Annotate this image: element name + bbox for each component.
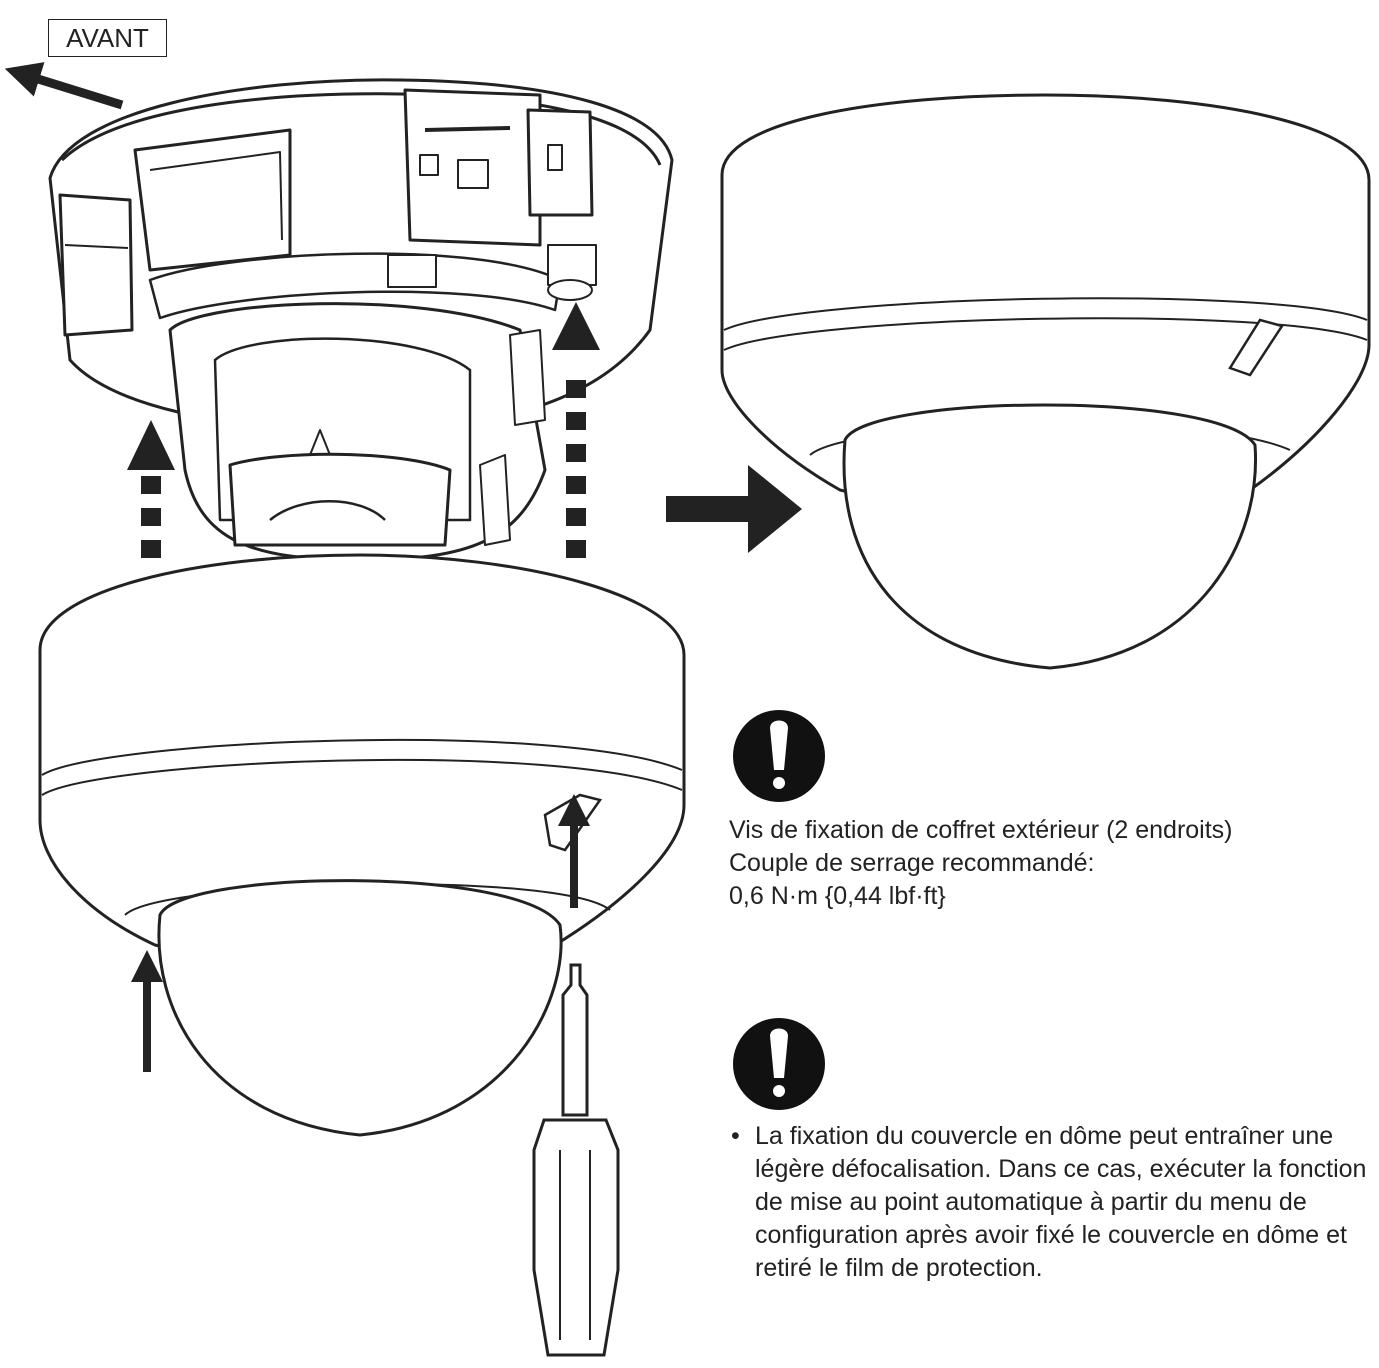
exclamation-warning-icon — [733, 1018, 825, 1110]
screwdriver-icon — [532, 963, 620, 1357]
exclamation-warning-icon — [733, 710, 825, 802]
focus-note-text: La fixation du couvercle en dôme peut en… — [755, 1122, 1367, 1282]
assembled-dome-camera — [720, 93, 1371, 670]
next-step-arrow — [666, 465, 802, 553]
screw-note-line-2: Couple de serrage recommandé: — [729, 849, 1095, 877]
focus-note: • La fixation du couvercle en dôme peut … — [731, 1120, 1371, 1285]
dashed-lift-arrow-left — [127, 420, 175, 558]
screw-note-line-3: 0,6 N·m {0,44 lbf·ft} — [729, 882, 946, 910]
dashed-lift-arrow-right — [552, 302, 600, 558]
screw-torque-note: Vis de fixation de coffret extérieur (2 … — [729, 814, 1369, 913]
camera-base-unit — [48, 78, 674, 562]
bullet-marker: • — [731, 1122, 740, 1150]
front-label: AVANT — [48, 19, 167, 57]
front-direction-arrow — [4, 62, 124, 110]
screw-note-line-1: Vis de fixation de coffret extérieur (2 … — [729, 816, 1233, 844]
